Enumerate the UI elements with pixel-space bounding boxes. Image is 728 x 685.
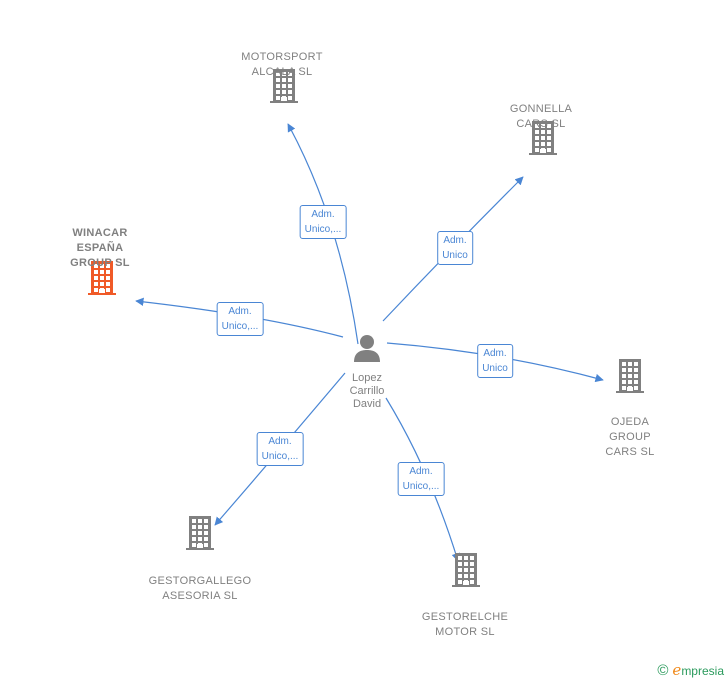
brand-logo: ©empresia bbox=[657, 661, 724, 679]
edge-label-motorsport[interactable]: Adm. Unico,... bbox=[299, 205, 347, 239]
edge-label-line: Unico bbox=[482, 363, 508, 374]
edge-label-line: Unico,... bbox=[402, 481, 440, 492]
company-label-line: GESTORELCHE bbox=[421, 611, 509, 623]
company-label-line: MOTORSPORT bbox=[241, 51, 323, 63]
building-icon bbox=[270, 69, 298, 103]
company-label-line: ESPAÑA bbox=[76, 242, 124, 254]
brand-initial: e bbox=[672, 661, 682, 679]
edge-label-gestorelche[interactable]: Adm. Unico,... bbox=[397, 462, 445, 496]
company-label-line: CARS SL bbox=[516, 118, 566, 130]
company-label-line: ALCALA SL bbox=[251, 66, 313, 78]
company-label-line: MOTOR SL bbox=[435, 626, 495, 638]
edge-label-gonnella[interactable]: Adm. Unico bbox=[437, 231, 473, 265]
company-label-line: ASESORIA SL bbox=[162, 590, 238, 602]
company-label-gestorgallego[interactable]: GESTORGALLEGO ASESORIA SL bbox=[149, 574, 252, 604]
company-label-motorsport[interactable]: MOTORSPORT ALCALA SL bbox=[241, 50, 322, 80]
person-label-line: David bbox=[352, 398, 382, 410]
edge-label-line: Adm. bbox=[228, 306, 252, 317]
company-label-ojeda[interactable]: OJEDA GROUP CARS SL bbox=[605, 415, 654, 460]
person-node-lopez[interactable] bbox=[352, 333, 382, 368]
edge-label-line: Unico,... bbox=[304, 224, 342, 235]
company-node-gonnella[interactable] bbox=[528, 121, 558, 160]
company-label-line: WINACAR bbox=[72, 227, 128, 239]
company-node-motorsport[interactable] bbox=[269, 69, 299, 108]
brand-name: mpresia bbox=[681, 664, 724, 678]
edge-label-line: Adm. bbox=[311, 209, 335, 220]
copyright-symbol: © bbox=[657, 662, 669, 679]
company-label-line: CARS SL bbox=[605, 446, 655, 458]
company-label-gestorelche[interactable]: GESTORELCHE MOTOR SL bbox=[422, 610, 508, 640]
edge-label-line: Adm. bbox=[268, 436, 292, 447]
company-label-line: GONNELLA bbox=[509, 103, 573, 115]
company-label-line: GROUP bbox=[609, 431, 651, 443]
building-icon bbox=[186, 516, 214, 550]
edge-label-line: Unico,... bbox=[221, 321, 259, 332]
person-label-line: Carrillo bbox=[349, 385, 385, 397]
edge-label-line: Adm. bbox=[409, 466, 433, 477]
building-icon bbox=[616, 359, 644, 393]
company-node-winacar[interactable] bbox=[87, 261, 117, 300]
company-label-winacar[interactable]: WINACAR ESPAÑA GROUP SL bbox=[70, 226, 130, 271]
edge-label-winacar[interactable]: Adm. Unico,... bbox=[216, 302, 264, 336]
company-label-line: GESTORGALLEGO bbox=[148, 575, 252, 587]
edge-label-line: Unico bbox=[442, 250, 468, 261]
company-label-line: GROUP SL bbox=[70, 257, 130, 269]
edge-label-line: Adm. bbox=[483, 348, 507, 359]
person-icon bbox=[354, 335, 380, 362]
company-node-gestorgallego[interactable] bbox=[185, 516, 215, 555]
building-icon bbox=[529, 121, 557, 155]
building-icon bbox=[88, 261, 116, 295]
company-label-gonnella[interactable]: GONNELLA CARS SL bbox=[510, 102, 572, 132]
person-label-line: Lopez bbox=[352, 372, 382, 384]
building-icon bbox=[452, 553, 480, 587]
edge-label-gestorgallego[interactable]: Adm. Unico,... bbox=[256, 432, 304, 466]
edge-label-line: Unico,... bbox=[261, 451, 299, 462]
company-node-ojeda[interactable] bbox=[615, 359, 645, 398]
edge-label-line: Adm. bbox=[443, 235, 467, 246]
company-label-line: OJEDA bbox=[610, 416, 650, 428]
edge-label-ojeda[interactable]: Adm. Unico bbox=[477, 344, 513, 378]
company-node-gestorelche[interactable] bbox=[451, 553, 481, 592]
